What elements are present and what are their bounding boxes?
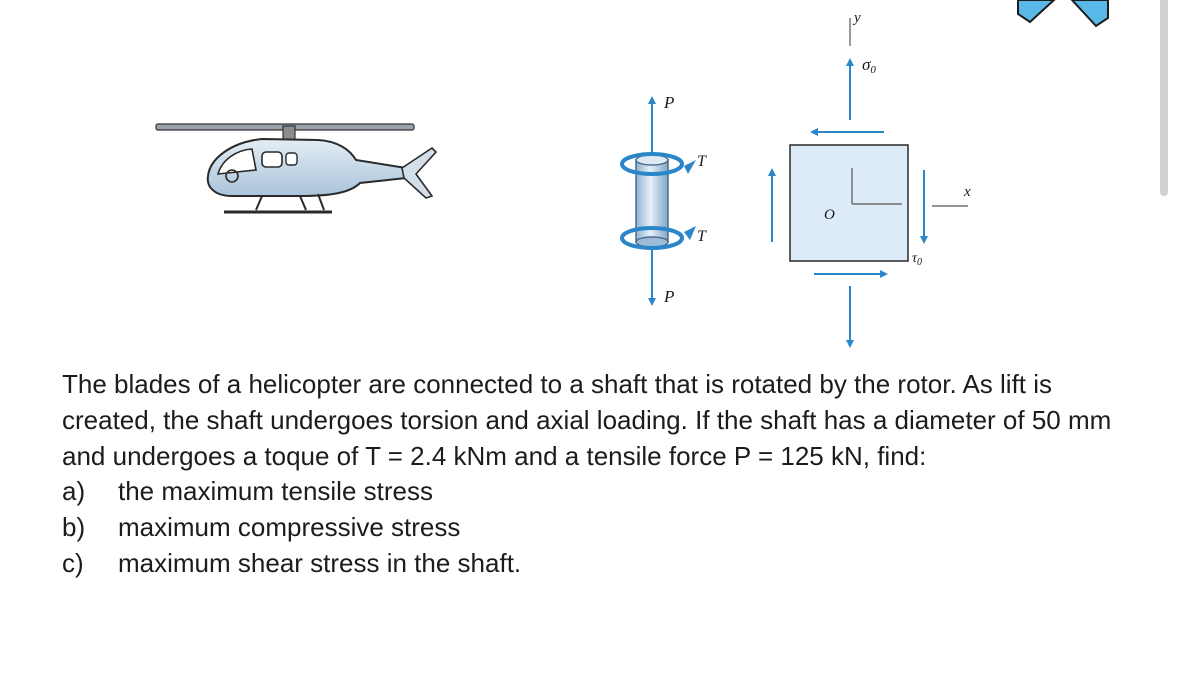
torque-arrowhead-bottom [684,226,696,240]
helicopter-illustration [155,123,438,214]
shear-stress-label: τ0 [912,251,922,268]
problem-statement: The blades of a helicopter are connected… [62,367,1137,582]
part-text: the maximum tensile stress [118,476,433,507]
helicopter-skid-strut [299,195,307,211]
helicopter-nose-ring [225,169,239,183]
problem-parts-list: a) the maximum tensile stress b) maximum… [62,474,1137,581]
part-letter: a) [62,476,86,507]
problem-part-item: b) maximum compressive stress [62,510,1137,546]
problem-part-item: a) the maximum tensile stress [62,474,1137,510]
helicopter-skid-strut [255,195,263,211]
stress-diagram-figure: P T T P y σ0 O [155,10,971,348]
part-letter: c) [62,547,84,578]
normal-stress-label: σ0 [862,55,876,76]
torque-ring-top [620,152,684,176]
helicopter-cockpit-window [216,148,257,175]
force-label-bottom: P [663,287,674,306]
problem-part-item: c) maximum shear stress in the shaft. [62,546,1137,582]
helicopter-side-window [285,152,298,166]
stress-element-diagram: y σ0 O x τ0 [768,10,971,348]
helicopter-side-window [261,151,283,168]
corner-logo-icon [1017,0,1109,28]
part-text: maximum shear stress in the shaft. [118,547,522,578]
torque-arrowhead-top [684,160,696,174]
torque-label-top: T [697,153,707,170]
helicopter-skid-strut [317,193,325,211]
y-axis-label: y [852,10,861,26]
x-axis-label: x [963,184,971,200]
torque-label-bottom: T [697,228,707,245]
origin-label: O [824,207,835,223]
torque-ring-bottom [620,226,684,250]
part-text: maximum compressive stress [118,512,461,543]
problem-text: The blades of a helicopter are connected… [62,369,1112,471]
shaft-loading-diagram: P T T P [620,93,707,306]
part-letter: b) [62,512,86,543]
force-label-top: P [663,93,674,112]
scrollbar-thumb[interactable] [1160,0,1168,196]
stress-element-square [789,144,909,262]
helicopter-tail-fin [401,146,438,199]
